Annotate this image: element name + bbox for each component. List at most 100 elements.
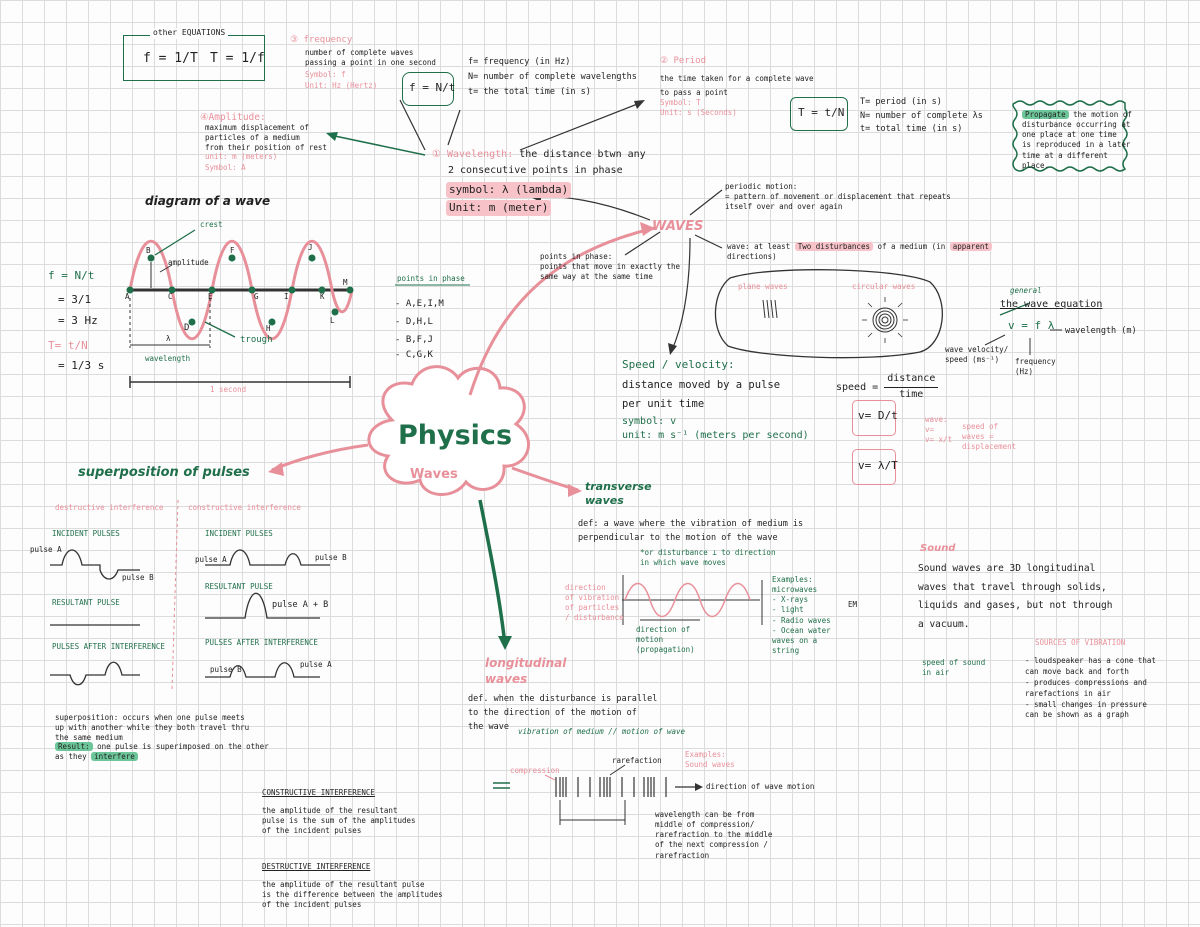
point-E: E (208, 292, 213, 301)
center-title: Physics (398, 420, 513, 451)
circular-waves-label: circular waves (852, 282, 916, 291)
propagate-label: Propagate (1022, 110, 1069, 119)
wave-equation-title: the wave equation (1000, 299, 1103, 310)
speed-formula-box-1 (852, 400, 896, 436)
center-subtitle: Waves (410, 467, 458, 482)
constructive-pulse-b: pulse B (315, 553, 347, 562)
destructive-def-title: DESTRUCTIVE INTERFERENCE (262, 862, 371, 871)
periodic-motion-title: periodic motion: (725, 182, 798, 191)
constructive-pulse-a: pulse A (195, 555, 227, 564)
phase-list-item-2: - D,H,L (395, 317, 433, 327)
longitudinal-wavelength-note: wavelength can be from middle of compres… (655, 810, 773, 860)
amplitude-unit: unit: m (meters) (205, 152, 278, 161)
speed-symbol: symbol: v (622, 416, 677, 427)
diagram-one-second: 1 second (210, 385, 247, 394)
point-J: J (308, 243, 313, 252)
diagram-amplitude-label: amplitude (168, 258, 209, 267)
general-label: general (1010, 286, 1042, 295)
destructive-resultant: RESULTANT PULSE (52, 598, 120, 607)
constructive-def-title: CONSTRUCTIVE INTERFERENCE (262, 788, 375, 797)
amplitude-symbol: Symbol: A (205, 163, 246, 172)
speed-side-left: wave: v= v= x/t (925, 415, 953, 445)
sound-title: Sound (920, 543, 956, 554)
wavelength-definition-2: 2 consecutive points in phase (448, 165, 623, 176)
constructive-resultant: RESULTANT PULSE (205, 582, 273, 591)
period-unit: Unit: s (Seconds) (660, 108, 737, 117)
wavelength-symbol: symbol: λ (lambda) (446, 182, 572, 198)
transverse-dir-vibration: direction of vibration of particles / di… (565, 583, 624, 623)
constructive-interference-label: constructive interference (188, 503, 301, 512)
after-pulse-b: pulse B (210, 665, 242, 674)
speed-side-right: speed of waves = displacement (962, 422, 1017, 452)
amplitude-definition: maximum displacement of particles of a m… (205, 123, 327, 153)
diagram-trough-label: trough (240, 335, 273, 345)
speed-title: Speed / velocity: (622, 358, 735, 371)
other-equations-T: T = 1/f (210, 51, 265, 66)
sound-speed: speed of sound in air (922, 658, 986, 678)
period-formula: T = t/N (798, 106, 845, 119)
calc-f-2: = 3/1 (58, 293, 92, 306)
wave-equation-wavelength: wavelength (m) (1065, 326, 1137, 336)
wave-equation-formula: v = f λ (1008, 319, 1055, 332)
wavelength-definition: ① Wavelength: the distance btwn any (432, 149, 646, 160)
wavelength-title: ① Wavelength: (432, 149, 514, 160)
frequency-formula: f = N/t (409, 81, 456, 94)
phase-list-item-4: - C,G,K (395, 350, 433, 360)
sound-text: Sound waves are 3D longitudinal waves th… (918, 563, 1113, 630)
wave-definition: wave: at least Two disturbances of a med… (727, 242, 992, 262)
period-symbol: Symbol: T (660, 98, 701, 107)
destructive-interference-label: destructive interference (55, 503, 164, 512)
point-A: A (125, 292, 130, 301)
destructive-incident: INCIDENT PULSES (52, 529, 120, 538)
frequency-formula-box (402, 72, 454, 106)
longitudinal-direction: direction of wave motion (706, 782, 815, 791)
constructive-after: PULSES AFTER INTERFERENCE (205, 638, 318, 647)
destructive-pulse-a: pulse A (30, 545, 62, 554)
point-C: C (168, 292, 173, 301)
after-pulse-a: pulse A (300, 660, 332, 669)
period-title: ② Period (660, 56, 706, 66)
calc-T-1: T= t/N (48, 339, 88, 352)
period-legend: T= period (in s) N= number of complete λ… (860, 97, 983, 135)
speed-formula-1: v= D/t (858, 409, 898, 422)
propagation-text: Propagate the motion of disturbance occu… (1022, 110, 1132, 170)
point-L: L (330, 316, 335, 325)
compression-label: compression (510, 766, 560, 775)
transverse-definition: def: a wave where the vibration of mediu… (578, 519, 804, 543)
superposition-title: superposition of pulses (78, 465, 250, 480)
point-G: G (254, 292, 259, 301)
other-equations-heading: other EQUATIONS (150, 28, 229, 39)
speed-formula-box-2 (852, 449, 896, 485)
periodic-motion-def: = pattern of movement or displacement th… (725, 192, 951, 212)
frequency-title: ③ frequency (290, 35, 353, 45)
period-definition: the time taken for a complete wave to pa… (660, 74, 814, 98)
superposition-result: Result: one pulse is superimposed on the… (55, 742, 269, 762)
diagram-title: diagram of a wave (145, 194, 271, 208)
phase-list-item-3: - B,F,J (395, 335, 433, 345)
superposition-definition: superposition: occurs when one pulse mee… (55, 713, 250, 743)
points-in-phase-def: points in phase: points that move in exa… (540, 252, 680, 282)
other-equations-f: f = 1/T (143, 51, 198, 66)
frequency-legend: f= frequency (in Hz) N= number of comple… (468, 57, 637, 97)
diagram-wavelength-label: wavelength (145, 354, 191, 363)
phase-list-item-1: - A,E,I,M (395, 299, 444, 309)
result-label: Result: (55, 742, 93, 751)
point-F: F (230, 246, 235, 255)
wave-equation-frequency: frequency (Hz) (1015, 357, 1056, 377)
point-B: B (146, 246, 151, 255)
diagram-crest-label: crest (200, 220, 223, 229)
calc-f-3: = 3 Hz (58, 314, 98, 327)
longitudinal-title: longitudinal waves (485, 656, 567, 686)
sources-title: SOURCES OF VIBRATION (1035, 638, 1126, 647)
speed-formula-2: v= λ/T (858, 459, 898, 472)
amplitude-title: ④Amplitude: (200, 112, 266, 123)
sources-list: - loudspeaker has a cone that can move b… (1025, 656, 1156, 720)
point-D: D (184, 323, 190, 333)
constructive-a-plus-b: pulse A + B (272, 600, 329, 610)
transverse-title: transverse waves (585, 480, 652, 508)
transverse-examples: Examples: microwaves - X-rays - light - … (772, 575, 831, 655)
transverse-note: *or disturbance ⊥ to direction in which … (640, 548, 776, 568)
points-in-phase-heading: points in phase (397, 274, 465, 283)
wave-equation-velocity: wave velocity/ speed (ms⁻¹) (945, 345, 1009, 365)
